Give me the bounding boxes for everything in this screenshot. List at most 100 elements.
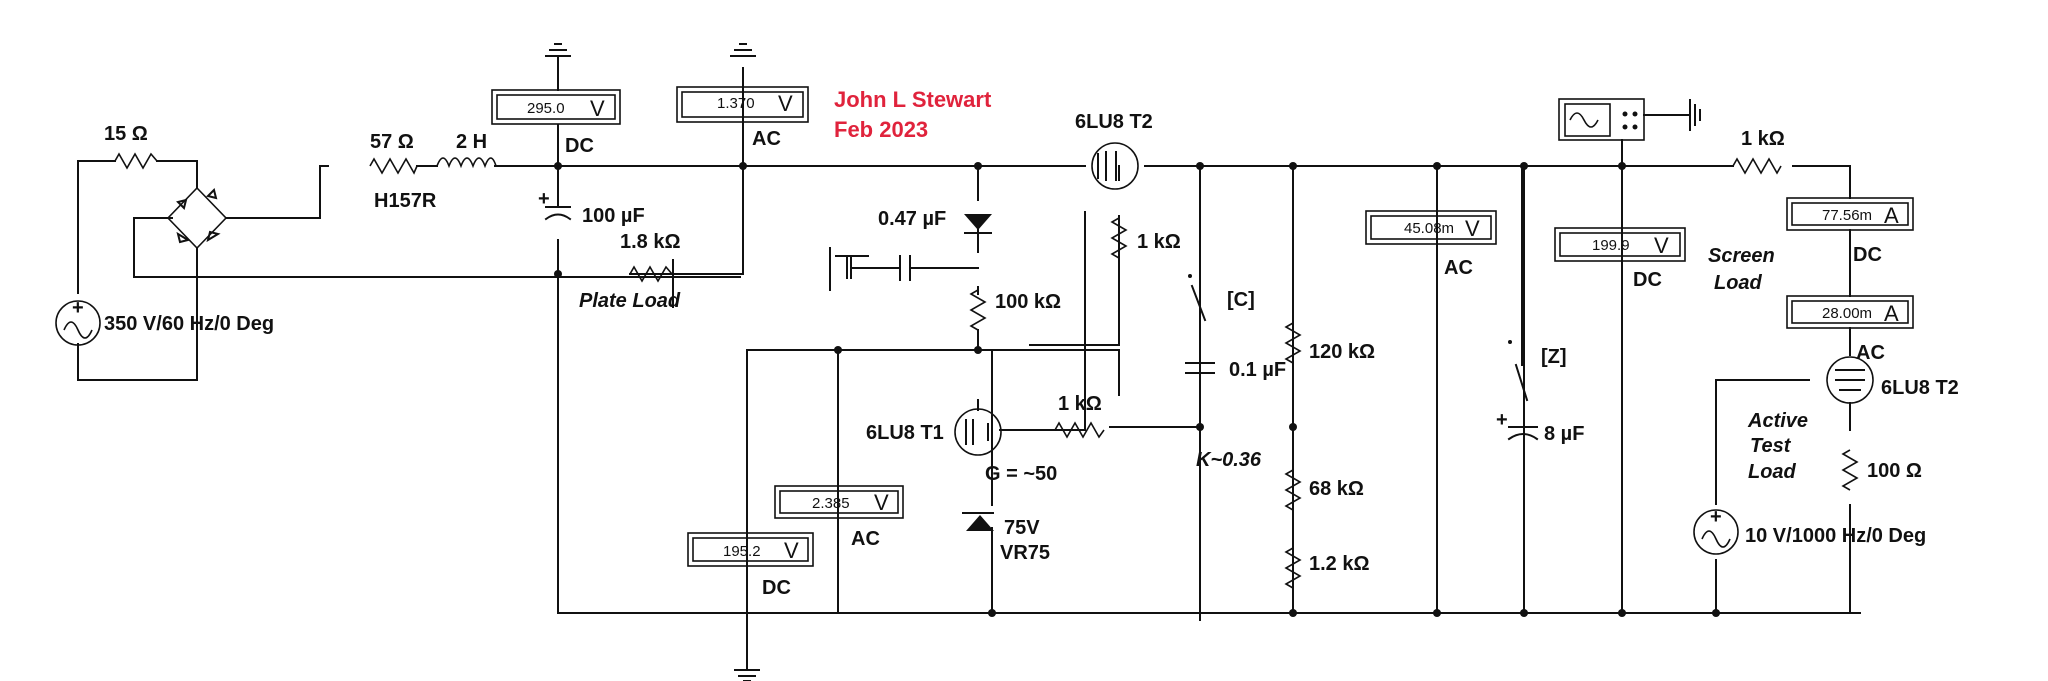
label-active: Active [1747,410,1808,432]
label-01uf: 0.1 µF [1229,359,1286,381]
label-047uf: 0.47 µF [878,208,946,230]
bridge-rectifier [166,186,228,250]
meter5-mode: AC [1444,257,1473,279]
label-2h: 2 H [456,131,487,153]
resistor-1k-grid [1054,421,1105,439]
capacitor-100uf: + [538,188,572,221]
label-100-ohm: 100 Ω [1867,460,1922,482]
switch-z [1508,169,1529,402]
label-source-10v: 10 V/1000 Hz/0 Deg [1745,525,1926,547]
label-57-ohm: 57 Ω [370,131,414,153]
voltmeter-plate-dc [491,43,621,167]
meter6-value: 199.9 [1592,237,1630,254]
zener-vr75 [962,512,994,531]
switch-c [1188,165,1207,376]
meter1-mode: DC [565,135,594,157]
label-switch-c: [C] [1227,289,1255,311]
ac-source-350v: + [55,297,101,346]
label-h157r: H157R [374,190,437,212]
resistor-100k [969,289,987,331]
meter1-unit: V [590,96,605,121]
label-screen-load: Load [1714,272,1763,294]
label-1k-grid: 1 kΩ [1058,393,1102,415]
meter5-unit: V [1465,216,1480,241]
meter2-mode: AC [752,128,781,150]
label-test: Test [1750,435,1792,457]
label-screen: Screen [1708,245,1775,267]
meter2-value: 1.370 [717,95,755,112]
capacitor-01uf [1185,362,1215,374]
meter8-value: 28.00m [1822,305,1872,322]
resistor-120k [1284,322,1302,364]
label-tube-t2: 6LU8 T2 [1075,111,1153,133]
voltmeter-divider-ac [1365,210,1497,245]
label-zener-part: VR75 [1000,542,1050,564]
label-100uf: 100 µF [582,205,645,227]
label-1k-top: 1 kΩ [1741,128,1785,150]
tube-6lu8-t2-load [1826,356,1874,404]
resistor-1k2 [1284,547,1302,589]
svg-text:+: + [1710,506,1722,528]
ac-source-10v: + [1693,506,1739,555]
label-k-ratio: K~0.36 [1196,449,1262,471]
wires [77,67,1861,669]
label-active-load: Load [1748,461,1797,483]
resistor-1k-screen [1732,157,1782,175]
voltmeter-t1-dc [687,532,814,567]
svg-text:+: + [1496,409,1508,431]
label-120k: 120 kΩ [1309,341,1375,363]
meter7-value: 77.56m [1822,207,1872,224]
meter8-unit: A [1884,301,1899,326]
resistor-1k8 [629,265,673,283]
resistor-15-ohm [114,152,158,170]
meter2-unit: V [778,91,793,116]
meter7-unit: A [1884,203,1899,228]
meter5-value: 45.08m [1404,220,1454,237]
label-source-350v: 350 V/60 Hz/0 Deg [104,313,274,335]
meter4-unit: V [784,538,799,563]
oscilloscope [1558,98,1701,167]
tube-6lu8-t1 [954,408,1002,456]
voltmeter-t1-ac [774,485,904,519]
meter3-unit: V [874,490,889,515]
resistor-57-ohm [369,157,418,175]
label-gain: G = ~50 [985,463,1057,485]
meter4-mode: DC [762,577,791,599]
label-1k2: 1.2 kΩ [1309,553,1370,575]
label-1k-t2: 1 kΩ [1137,231,1181,253]
diode [964,214,992,234]
label-1k8: 1.8 kΩ [620,231,681,253]
resistor-68k [1284,469,1302,511]
meter6-unit: V [1654,233,1669,258]
label-8uf: 8 µF [1544,423,1584,445]
inductor-2h [436,157,497,169]
meter3-value: 2.385 [812,495,850,512]
label-100k: 100 kΩ [995,291,1061,313]
svg-text:+: + [72,297,84,319]
label-switch-z: [Z] [1541,346,1567,368]
junction-dots [554,162,1720,617]
label-plate-load: Plate Load [579,290,681,312]
capacitor-047uf [829,247,979,291]
meter8-mode: AC [1856,342,1885,364]
meter1-value: 295.0 [527,100,565,117]
ground-bottom [734,669,760,681]
meter3-mode: AC [851,528,880,550]
meter7-mode: DC [1853,244,1882,266]
label-15-ohm: 15 Ω [104,123,148,145]
resistor-1k-t2 [1110,217,1128,259]
label-tube-load: 6LU8 T2 [1881,377,1959,399]
capacitor-8uf: + [1496,409,1539,441]
voltmeter-plate-ac [676,43,809,125]
label-68k: 68 kΩ [1309,478,1364,500]
resistor-100-ohm [1841,449,1859,491]
label-tube-t1: 6LU8 T1 [866,422,944,444]
author-name: John L Stewart [834,87,992,112]
tube-6lu8-t2-pass [1091,142,1139,190]
author-date: Feb 2023 [834,117,928,142]
svg-text:+: + [538,188,550,210]
voltmeter-output-dc [1554,227,1686,262]
meter4-value: 195.2 [723,543,761,560]
label-zener-v: 75V [1004,517,1040,539]
